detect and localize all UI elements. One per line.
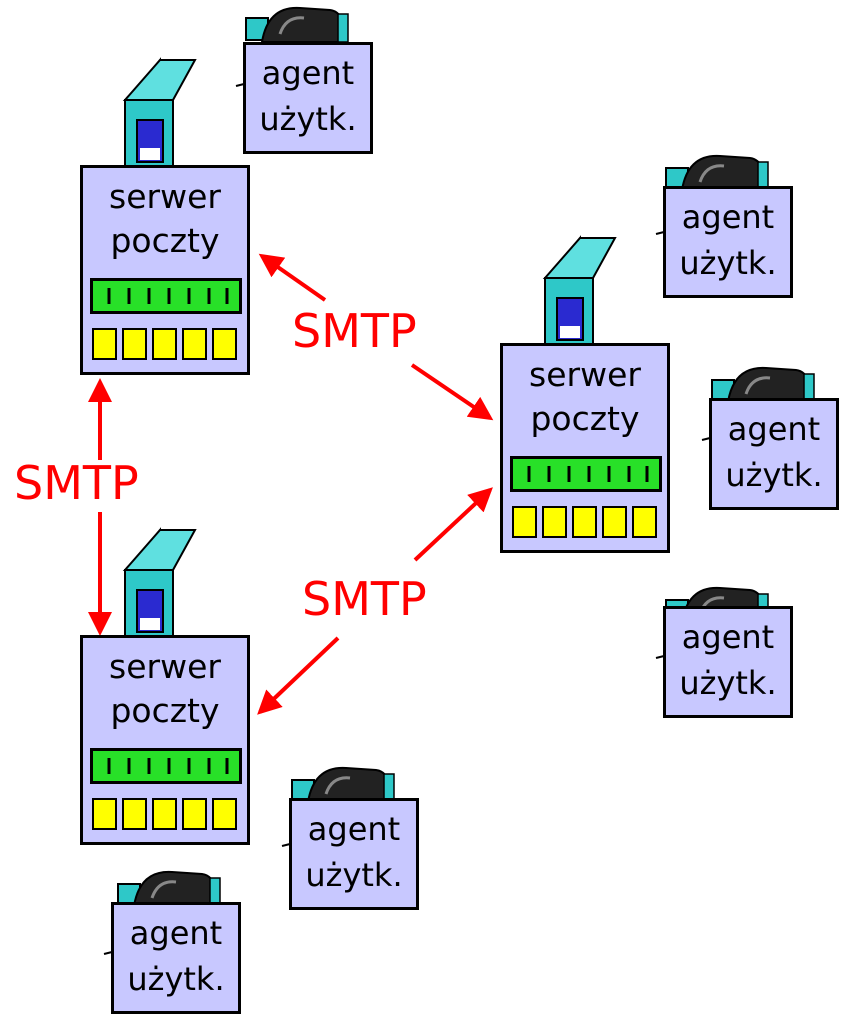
monitor-icon (117, 870, 221, 907)
user-agent: agent użytk. (111, 902, 241, 1014)
led-bar (510, 456, 662, 492)
agent-label: agent (129, 914, 223, 952)
agent-label: agent (307, 810, 401, 848)
mail-server: serwer poczty (80, 165, 250, 375)
agent-label: agent (261, 54, 355, 92)
mail-server: serwer poczty (80, 635, 250, 845)
agent-label: użytk. (679, 664, 777, 702)
monitor-icon (665, 154, 769, 191)
drive-slots (92, 328, 237, 360)
smtp-label: SMTP (302, 572, 427, 626)
smtp-label: SMTP (292, 304, 417, 358)
smtp-arrow-top (258, 253, 327, 302)
drive-slots (92, 798, 237, 830)
agent-label: agent (681, 198, 775, 236)
smtp-arrow-diagonal (413, 487, 493, 562)
server-label: poczty (530, 399, 640, 438)
drive-slots (512, 506, 657, 538)
monitor-icon (711, 366, 815, 403)
server-label: poczty (110, 691, 220, 730)
agent-label: użytk. (127, 960, 225, 998)
smtp-arrows (88, 253, 494, 715)
server-tower-icon (122, 527, 197, 646)
server-tower-icon (542, 235, 617, 354)
server-label: serwer (109, 647, 221, 686)
agent-label: użytk. (725, 456, 823, 494)
agent-label: użytk. (305, 856, 403, 894)
smtp-label: SMTP (14, 456, 139, 510)
server-label: serwer (109, 177, 221, 216)
monitor-icon (245, 6, 349, 43)
agent-label: agent (727, 410, 821, 448)
server-tower-icon (122, 57, 197, 176)
user-agent: agent użytk. (663, 606, 793, 718)
user-agent: agent użytk. (289, 798, 419, 910)
monitor-icon (291, 766, 395, 803)
server-label: serwer (529, 355, 641, 394)
led-bar (90, 748, 242, 784)
led-bar (90, 278, 242, 314)
server-label: poczty (110, 221, 220, 260)
agent-label: użytk. (679, 244, 777, 282)
user-agent: agent użytk. (243, 42, 373, 154)
smtp-arrow-top (410, 363, 494, 421)
user-agent: agent użytk. (709, 398, 839, 510)
user-agent: agent użytk. (663, 186, 793, 298)
mail-server: serwer poczty (500, 343, 670, 553)
agent-label: użytk. (259, 100, 357, 138)
agent-label: agent (681, 618, 775, 656)
smtp-arrow-diagonal (257, 636, 340, 715)
cable-ticks (103, 83, 711, 955)
